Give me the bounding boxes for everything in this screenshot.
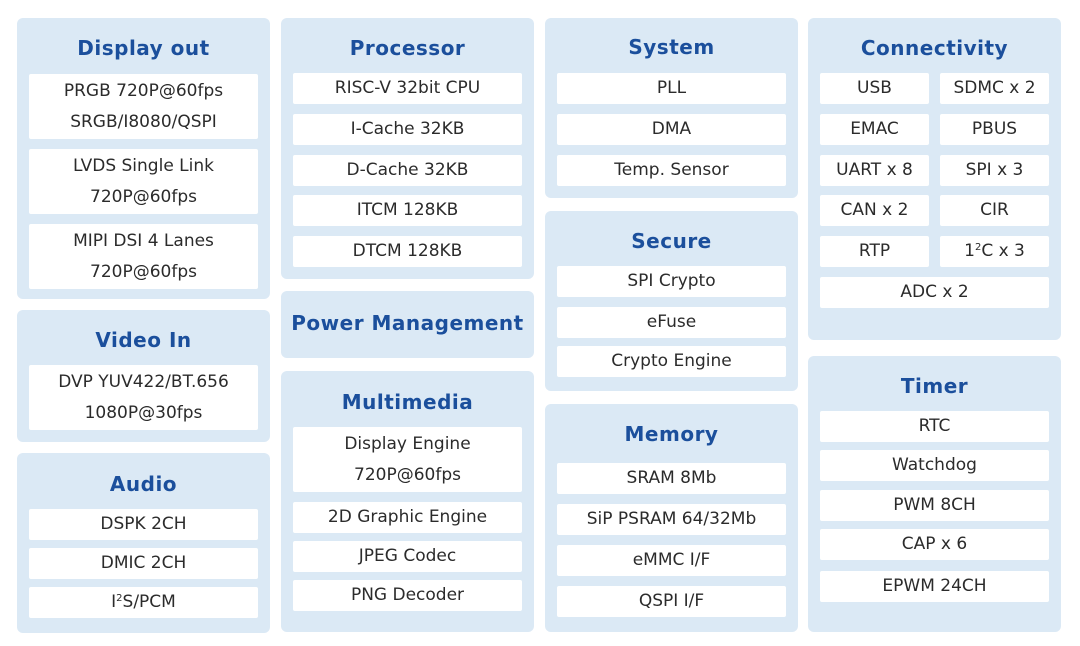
audio-panel: Audio DSPK 2CH DMIC 2CH I2S/PCM [17,453,270,633]
memory-item-psram: SiP PSRAM 64/32Mb [557,504,786,535]
processor-item-dcache: D-Cache 32KB [293,155,522,186]
timer-item-epwm: EPWM 24CH [820,571,1049,602]
secure-item-crypto-engine: Crypto Engine [557,346,786,377]
connectivity-item-emac: EMAC [820,114,929,145]
processor-item-cpu: RISC-V 32bit CPU [293,73,522,104]
connectivity-item-spi: SPI x 3 [940,155,1049,186]
secure-item-spi-crypto: SPI Crypto [557,266,786,297]
multimedia-item-2d-graphic: 2D Graphic Engine [293,502,522,533]
audio-item-dmic: DMIC 2CH [29,548,258,579]
memory-item-emmc: eMMC I/F [557,545,786,576]
power-management-title: Power Management [291,311,524,335]
audio-item-i2s: I2S/PCM [29,587,258,618]
system-item-temp-sensor: Temp. Sensor [557,155,786,186]
audio-item-dspk: DSPK 2CH [29,509,258,540]
system-panel: System PLL DMA Temp. Sensor [545,18,798,198]
connectivity-item-can: CAN x 2 [820,195,929,226]
processor-item-dtcm: DTCM 128KB [293,236,522,267]
multimedia-item-png: PNG Decoder [293,580,522,611]
secure-item-efuse: eFuse [557,307,786,338]
connectivity-item-uart: UART x 8 [820,155,929,186]
connectivity-panel: Connectivity USB SDMC x 2 EMAC PBUS UART… [808,18,1061,340]
timer-panel: Timer RTC Watchdog PWM 8CH CAP x 6 EPWM … [808,356,1061,632]
secure-panel: Secure SPI Crypto eFuse Crypto Engine [545,211,798,391]
timer-item-pwm: PWM 8CH [820,490,1049,521]
secure-title: Secure [631,229,712,253]
timer-title: Timer [900,374,969,398]
timer-item-rtc: RTC [820,411,1049,442]
memory-item-qspi: QSPI I/F [557,586,786,617]
processor-item-icache: I-Cache 32KB [293,114,522,145]
system-item-pll: PLL [557,73,786,104]
memory-title: Memory [624,422,719,446]
connectivity-item-adc: ADC x 2 [820,277,1049,308]
system-title: System [628,35,715,59]
timer-item-watchdog: Watchdog [820,450,1049,481]
timer-item-cap: CAP x 6 [820,529,1049,560]
connectivity-item-cir: CIR [940,195,1049,226]
multimedia-item-jpeg: JPEG Codec [293,541,522,572]
system-item-dma: DMA [557,114,786,145]
processor-item-itcm: ITCM 128KB [293,195,522,226]
connectivity-title: Connectivity [860,36,1009,60]
video-in-title: Video In [95,328,192,352]
processor-title: Processor [349,36,466,60]
display-out-title: Display out [77,36,210,60]
memory-item-sram: SRAM 8Mb [557,463,786,494]
power-management-panel: Power Management [281,291,534,358]
connectivity-item-rtp: RTP [820,236,929,267]
connectivity-item-i2c: 12C x 3 [940,236,1049,267]
audio-title: Audio [109,472,178,496]
multimedia-title: Multimedia [341,390,474,414]
memory-panel: Memory SRAM 8Mb SiP PSRAM 64/32Mb eMMC I… [545,404,798,632]
connectivity-item-sdmc: SDMC x 2 [940,73,1049,104]
connectivity-item-pbus: PBUS [940,114,1049,145]
processor-panel: Processor RISC-V 32bit CPU I-Cache 32KB … [281,18,534,279]
connectivity-item-usb: USB [820,73,929,104]
